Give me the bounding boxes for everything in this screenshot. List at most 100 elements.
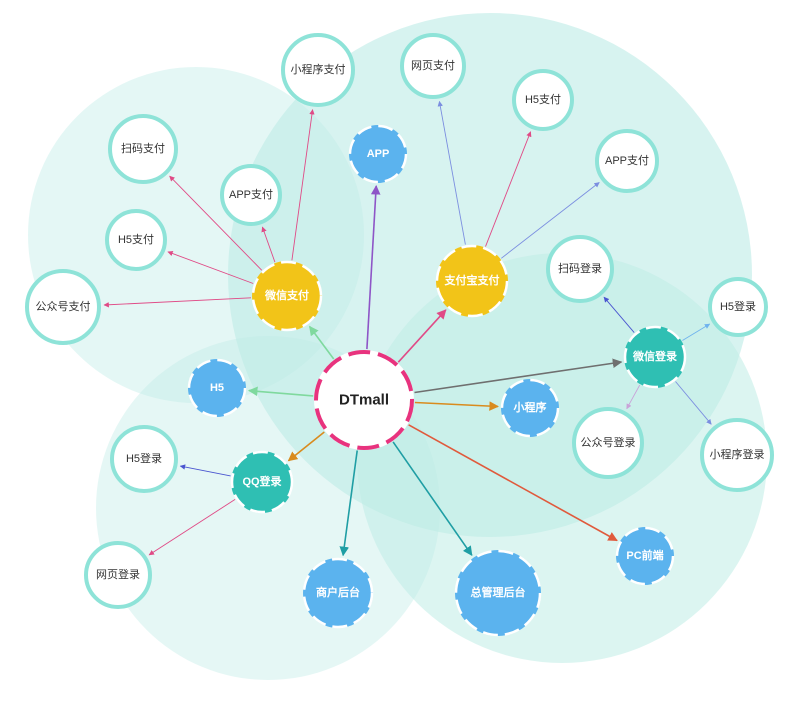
wechat-login-leaf-h5[interactable]: H5登录 xyxy=(708,277,768,337)
app-node-circle xyxy=(349,125,407,183)
wechat-pay-leaf-scan[interactable]: 扫码支付 xyxy=(108,114,178,184)
admin-backend-node-dashed-ring xyxy=(454,549,542,637)
alipay-leaf-web-circle xyxy=(400,33,466,99)
qq-login-leaf-h5[interactable]: H5登录 xyxy=(110,425,178,493)
pc-frontend-node-label: PC前端 xyxy=(626,548,663,562)
mini-program-node-dashed-ring xyxy=(500,378,560,438)
wechat-pay-leaf-app-label: APP支付 xyxy=(229,188,273,201)
app-node-label: APP xyxy=(367,148,390,160)
merchant-backend-node-circle xyxy=(303,558,373,628)
wechat-login-hub[interactable]: 微信登录 xyxy=(623,325,687,389)
alipay-hub-dashed-ring xyxy=(435,244,509,318)
wechat-pay-hub[interactable]: 微信支付 xyxy=(251,260,323,332)
qq-login-hub-dashed-ring xyxy=(230,450,294,514)
wechat-pay-leaf-app-circle xyxy=(220,164,282,226)
qq-login-hub[interactable]: QQ登录 xyxy=(230,450,294,514)
wechat-login-leaf-official-circle xyxy=(572,407,644,479)
merchant-backend-node-dashed-ring xyxy=(302,557,374,629)
pc-frontend-node[interactable]: PC前端 xyxy=(615,526,675,586)
edge-alipay-hub-to-alipay-leaf-h5 xyxy=(485,131,532,247)
edge-alipay-hub-to-alipay-leaf-web xyxy=(437,100,466,245)
edge-center-to-wechat-login-hub xyxy=(414,358,623,394)
alipay-hub-circle xyxy=(436,245,508,317)
wechat-login-leaf-miniprogram[interactable]: 小程序登录 xyxy=(700,418,774,492)
wechat-pay-leaf-official-circle xyxy=(25,269,101,345)
mini-program-node-circle xyxy=(501,379,559,437)
edge-wechat-pay-hub-to-wechat-pay-leaf-official xyxy=(103,297,252,308)
qq-login-leaf-web-label: 网页登录 xyxy=(96,567,140,581)
h5-node[interactable]: H5 xyxy=(187,358,247,418)
qq-login-hub-circle xyxy=(231,451,293,513)
edge-center-to-alipay-hub xyxy=(397,309,447,363)
wechat-pay-leaf-official-label: 公众号支付 xyxy=(36,300,91,313)
edge-center-to-app-node xyxy=(366,184,381,350)
admin-backend-node-circle xyxy=(455,550,541,636)
edge-qq-login-hub-to-qq-login-leaf-web xyxy=(148,499,236,556)
wechat-pay-leaf-scan-circle xyxy=(108,114,178,184)
alipay-hub[interactable]: 支付宝支付 xyxy=(435,244,509,318)
wechat-pay-hub-label: 微信支付 xyxy=(264,288,309,302)
admin-backend-node[interactable]: 总管理后台 xyxy=(454,549,542,637)
edge-center-to-h5-node xyxy=(247,386,314,397)
wechat-login-leaf-miniprogram-label: 小程序登录 xyxy=(710,447,765,461)
edge-center-to-merchant-backend-node xyxy=(339,450,358,557)
edge-center-to-wechat-pay-hub xyxy=(308,325,335,360)
alipay-leaf-h5[interactable]: H5支付 xyxy=(512,69,574,131)
edge-wechat-pay-hub-to-wechat-pay-leaf-h5 xyxy=(167,250,254,284)
h5-node-dashed-ring xyxy=(187,358,247,418)
wechat-pay-leaf-miniprogram[interactable]: 小程序支付 xyxy=(281,33,355,107)
pc-frontend-node-dashed-ring xyxy=(615,526,675,586)
h5-node-circle xyxy=(188,359,246,417)
edge-wechat-login-hub-to-wechat-login-leaf-official xyxy=(626,384,641,410)
qq-login-leaf-h5-label: H5登录 xyxy=(126,451,162,465)
wechat-pay-leaf-miniprogram-circle xyxy=(281,33,355,107)
wechat-login-leaf-official[interactable]: 公众号登录 xyxy=(572,407,644,479)
center-circle xyxy=(314,350,414,450)
pc-frontend-node-circle xyxy=(616,527,674,585)
edge-wechat-pay-hub-to-wechat-pay-leaf-app xyxy=(261,226,276,263)
wechat-login-leaf-miniprogram-circle xyxy=(700,418,774,492)
alipay-leaf-h5-circle xyxy=(512,69,574,131)
h5-node-label: H5 xyxy=(210,382,224,394)
wechat-pay-leaf-h5-circle xyxy=(105,209,167,271)
qq-login-hub-label: QQ登录 xyxy=(242,474,281,488)
edge-alipay-hub-to-alipay-leaf-app xyxy=(501,182,600,259)
wechat-pay-hub-circle xyxy=(252,261,322,331)
wechat-pay-leaf-h5[interactable]: H5支付 xyxy=(105,209,167,271)
edge-center-to-qq-login-hub xyxy=(287,431,325,462)
wechat-pay-hub-dashed-ring xyxy=(251,260,323,332)
wechat-login-hub-circle xyxy=(624,326,686,388)
wechat-pay-leaf-miniprogram-label: 小程序支付 xyxy=(291,62,346,76)
wechat-pay-leaf-app[interactable]: APP支付 xyxy=(220,164,282,226)
edge-center-to-admin-backend-node xyxy=(392,441,473,556)
alipay-leaf-app-label: APP支付 xyxy=(605,154,649,167)
app-node[interactable]: APP xyxy=(348,124,408,184)
alipay-leaf-h5-label: H5支付 xyxy=(525,93,561,106)
mini-program-node-label: 小程序 xyxy=(513,400,547,414)
wechat-pay-leaf-official[interactable]: 公众号支付 xyxy=(25,269,101,345)
alipay-leaf-web-label: 网页支付 xyxy=(411,59,455,72)
wechat-login-leaf-official-label: 公众号登录 xyxy=(581,435,636,449)
center[interactable]: DTmall xyxy=(314,350,414,450)
wechat-login-leaf-h5-circle xyxy=(708,277,768,337)
wechat-login-hub-dashed-ring xyxy=(623,325,687,389)
wechat-pay-leaf-h5-label: H5支付 xyxy=(118,233,154,246)
merchant-backend-node[interactable]: 商户后台 xyxy=(302,557,374,629)
qq-login-leaf-web[interactable]: 网页登录 xyxy=(84,541,152,609)
wechat-login-leaf-scan[interactable]: 扫码登录 xyxy=(546,235,614,303)
qq-login-leaf-web-circle xyxy=(84,541,152,609)
wechat-pay-leaf-scan-label: 扫码支付 xyxy=(121,142,165,155)
alipay-leaf-app[interactable]: APP支付 xyxy=(595,129,659,193)
center-label: DTmall xyxy=(339,392,389,409)
edge-wechat-pay-hub-to-wechat-pay-leaf-scan xyxy=(169,175,263,271)
edge-wechat-login-hub-to-wechat-login-leaf-miniprogram xyxy=(675,381,712,425)
alipay-leaf-app-circle xyxy=(595,129,659,193)
edge-wechat-login-hub-to-wechat-login-leaf-h5 xyxy=(682,323,711,341)
alipay-leaf-web[interactable]: 网页支付 xyxy=(400,33,466,99)
edge-wechat-pay-hub-to-wechat-pay-leaf-miniprogram xyxy=(291,109,315,261)
wechat-login-leaf-scan-label: 扫码登录 xyxy=(558,261,602,275)
mini-program-node[interactable]: 小程序 xyxy=(500,378,560,438)
wechat-login-leaf-scan-circle xyxy=(546,235,614,303)
